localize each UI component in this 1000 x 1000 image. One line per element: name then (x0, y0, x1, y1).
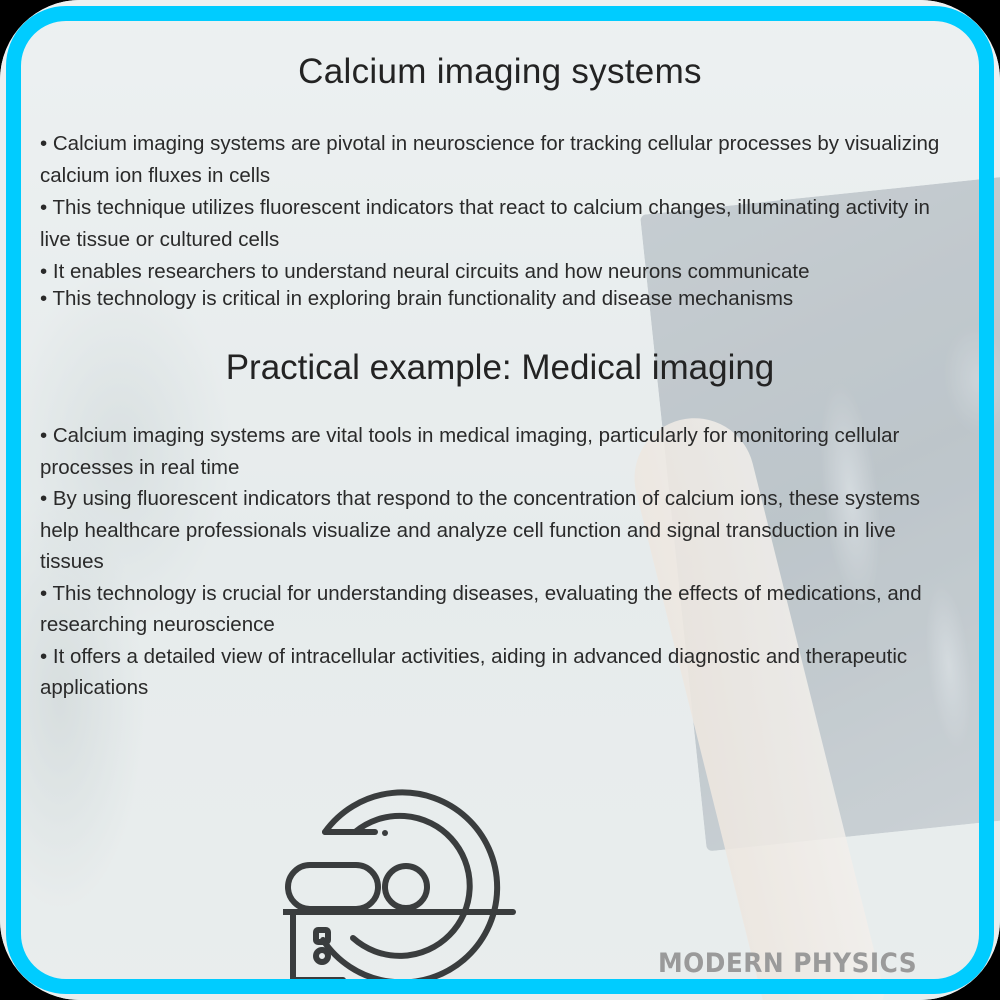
bullet-item: • It offers a detailed view of intracell… (40, 644, 908, 700)
brand-watermark: MODERN PHYSICS (658, 948, 918, 979)
bullet-item: • This technology is crucial for underst… (40, 581, 922, 637)
bullet-item: • Calcium imaging systems are vital tool… (40, 424, 900, 479)
slide-title: Calcium imaging systems (298, 52, 702, 91)
bullet-item: • This technique utilizes fluorescent in… (40, 196, 930, 251)
section2-bullet-list: • Calcium imaging systems are vital tool… (40, 420, 960, 704)
section-subtitle: Practical example: Medical imaging (225, 348, 775, 387)
bullet-item: • It enables researchers to understand n… (40, 260, 810, 283)
bullet-item: • By using fluorescent indicators that r… (40, 487, 921, 573)
slide-border-frame (6, 6, 994, 994)
section1-bullet-list: • Calcium imaging systems are pivotal in… (40, 128, 960, 312)
bullet-item: • This technology is critical in explori… (40, 287, 794, 310)
bullet-item: • Calcium imaging systems are pivotal in… (40, 132, 940, 187)
